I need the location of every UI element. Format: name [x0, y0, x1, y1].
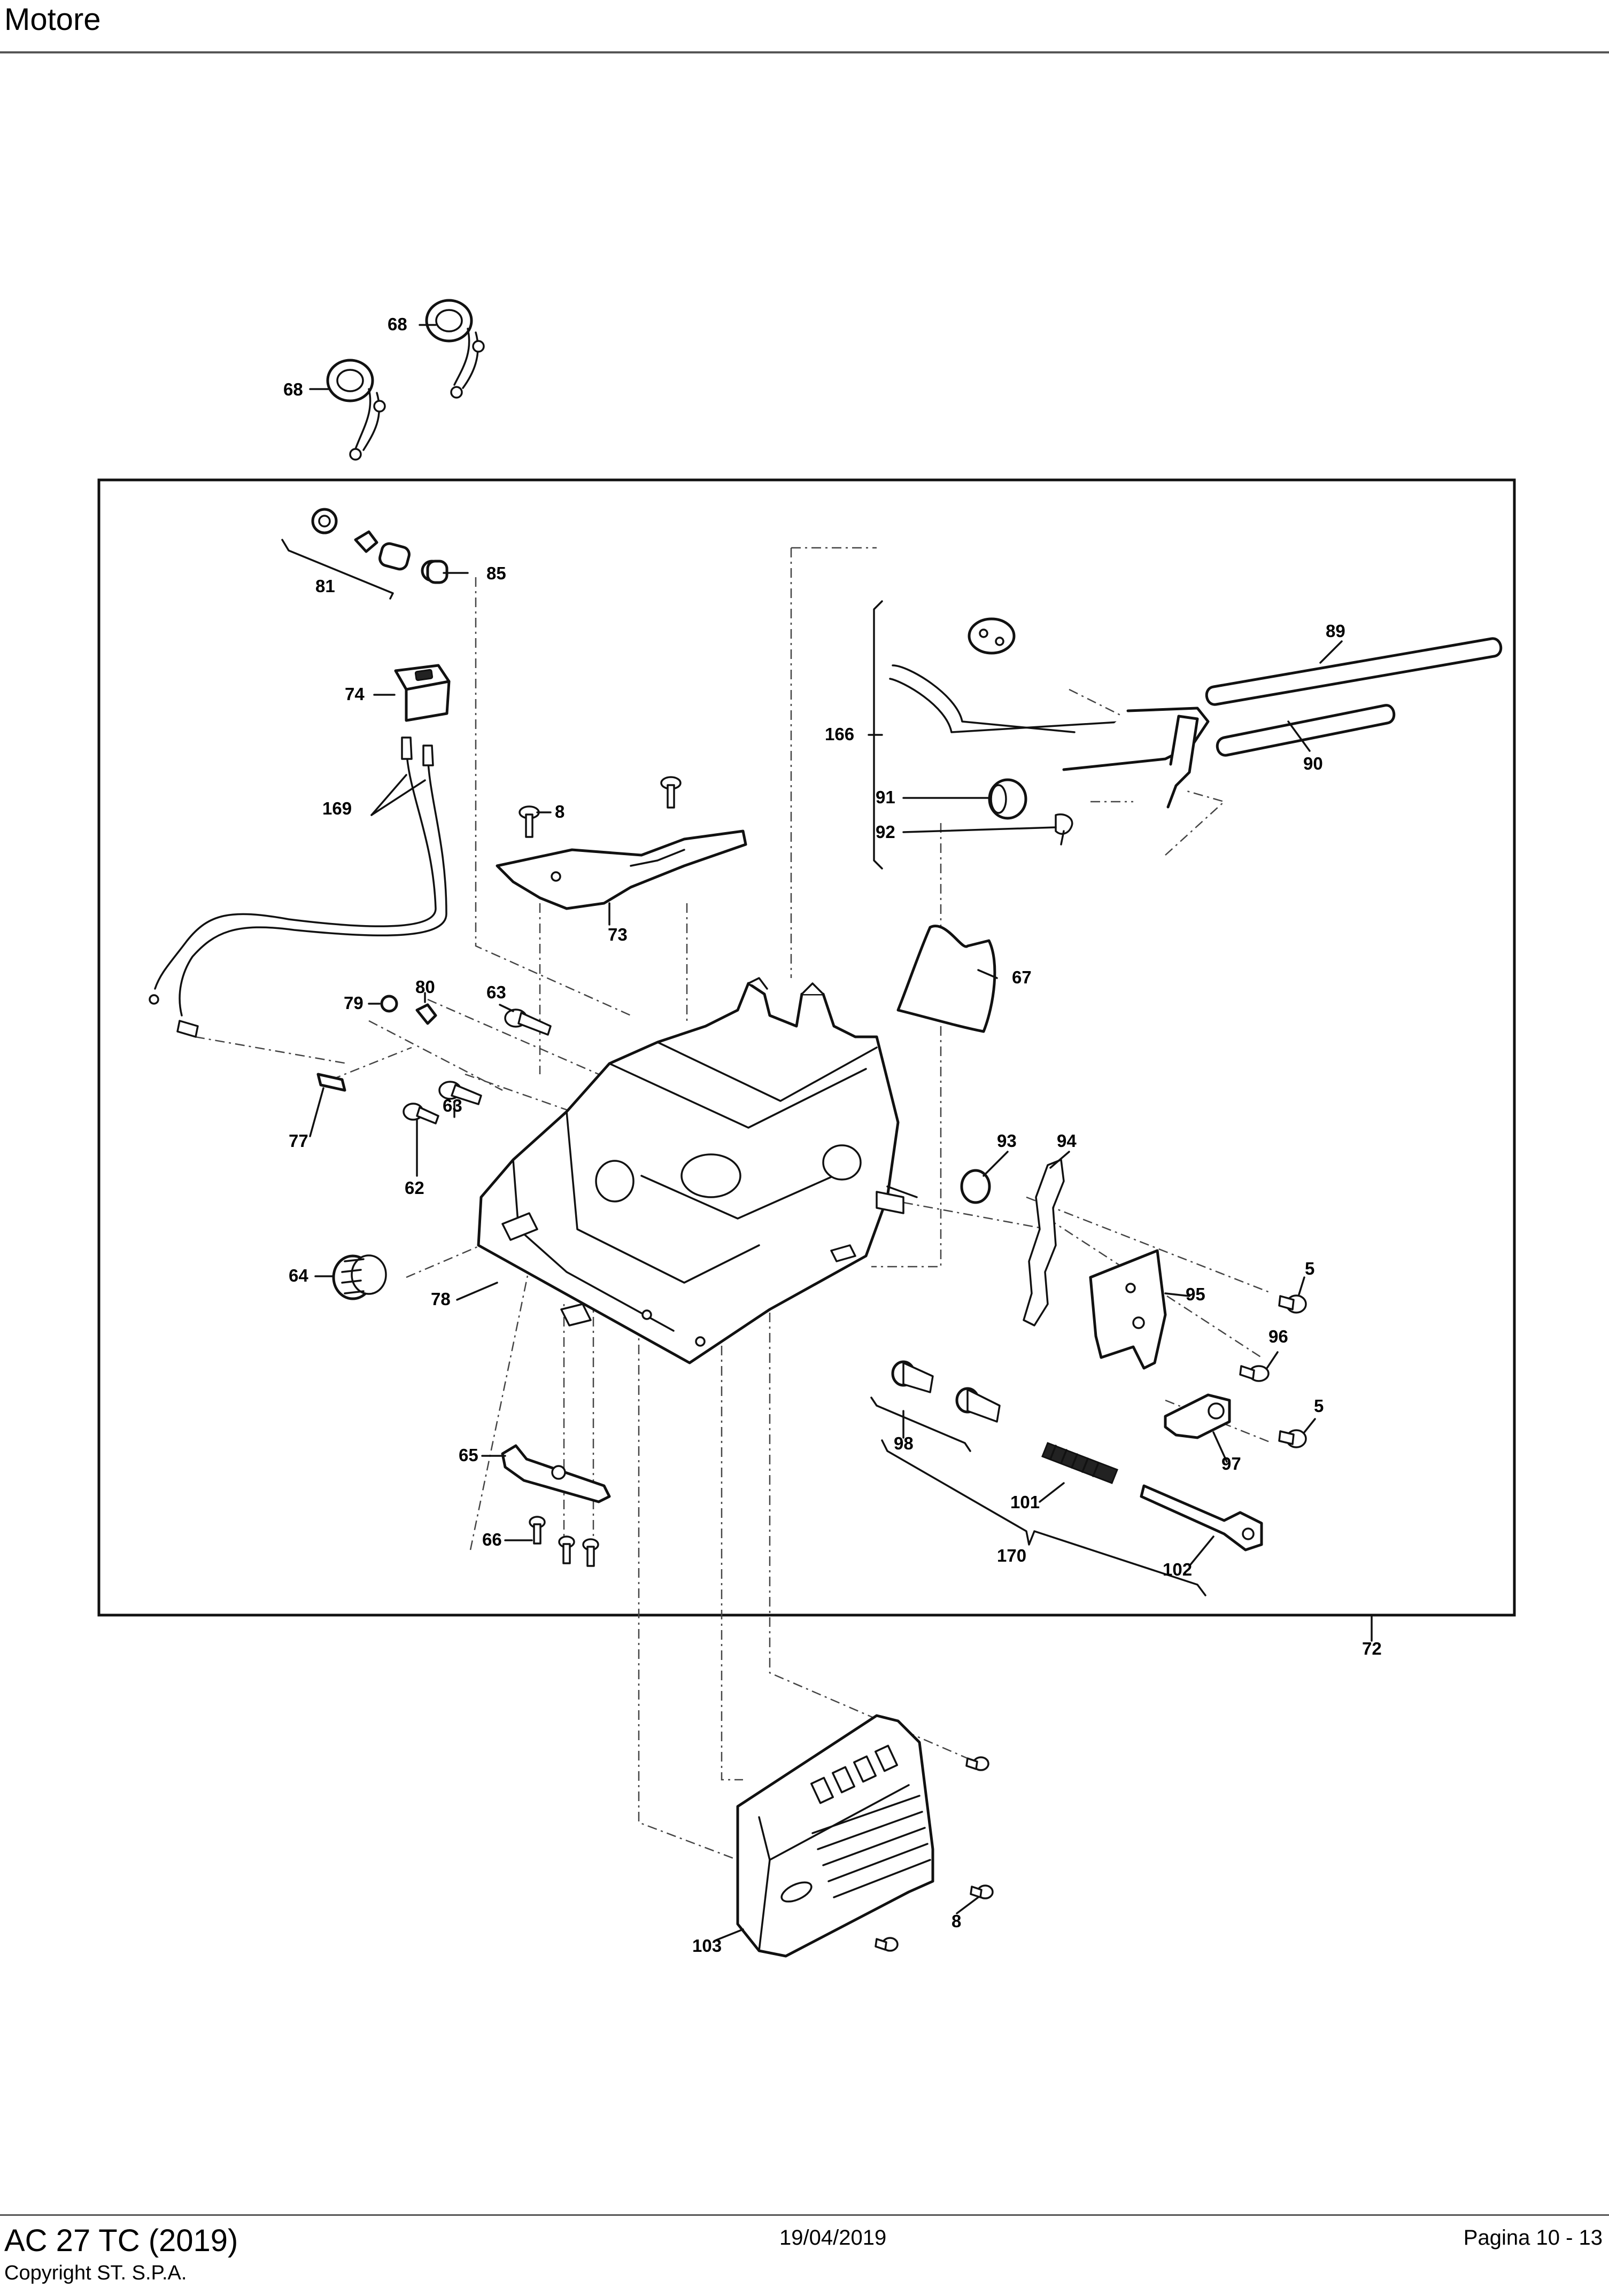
callout-66: 66 [482, 1530, 502, 1549]
callout-102: 102 [1163, 1560, 1192, 1579]
callout-89: 89 [1326, 621, 1345, 641]
part-101-spring [1041, 1442, 1118, 1484]
callout-98: 98 [894, 1433, 914, 1453]
callout-labels: 68 68 81 85 74 169 8 73 89 90 166 91 92 … [283, 314, 1382, 1956]
callout-68: 68 [283, 379, 303, 399]
callout-170: 170 [997, 1546, 1026, 1565]
callout-169: 169 [322, 798, 352, 818]
part-78-crankcase [477, 977, 918, 1364]
part-85-plug [421, 560, 448, 584]
callout-62: 62 [405, 1178, 424, 1198]
page-number: Pagina 10 - 13 [1463, 2226, 1603, 2250]
callout-63: 63 [443, 1096, 462, 1115]
part-103-cylinder-cover [736, 1714, 934, 1958]
part-81-grommet-set [281, 508, 411, 600]
header-divider [0, 51, 1609, 53]
part-68-cap-left [326, 359, 386, 461]
part-67-heat-shield [896, 925, 996, 1033]
part-74-switch [394, 664, 451, 722]
part-166-fuel-lines [889, 617, 1210, 809]
part-102-rod [1140, 1484, 1263, 1552]
callout-103: 103 [692, 1936, 722, 1956]
copyright-text: Copyright ST. S.P.A. [4, 2262, 187, 2284]
part-90-fuel-hose [1216, 704, 1396, 757]
callout-94: 94 [1057, 1131, 1077, 1151]
callout-92: 92 [876, 822, 895, 842]
callout-78: 78 [431, 1289, 451, 1309]
callout-72: 72 [1362, 1639, 1382, 1658]
callout-68: 68 [388, 314, 407, 334]
callout-73: 73 [608, 925, 628, 944]
part-80-nut [415, 1003, 437, 1025]
callout-91: 91 [876, 787, 895, 807]
callout-96: 96 [1268, 1327, 1288, 1346]
part-5-bolt-lower [1278, 1429, 1307, 1448]
part-89-fuel-hose [1205, 637, 1503, 706]
part-96-screw [1239, 1365, 1270, 1382]
part-65-plate [501, 1444, 611, 1503]
callout-67: 67 [1012, 967, 1032, 987]
callout-64: 64 [289, 1266, 308, 1285]
cover-vent-slots [780, 1744, 931, 1903]
callout-65: 65 [459, 1445, 478, 1465]
part-97-lever [1164, 1393, 1231, 1439]
part-8-cover-screws [875, 1756, 994, 1952]
part-92-clip [1055, 813, 1073, 846]
callout-80: 80 [415, 977, 435, 997]
part-63-bolt-upper [504, 1009, 552, 1036]
callout-93: 93 [997, 1131, 1017, 1151]
part-66-screw-set [529, 1516, 599, 1567]
callout-8: 8 [952, 1911, 961, 1931]
callout-5: 5 [1314, 1396, 1324, 1416]
part-63-bolt-lower [438, 1081, 482, 1105]
part-8-screw-pair [519, 776, 682, 838]
page-title: Motore [4, 2, 101, 37]
callout-74: 74 [345, 684, 365, 704]
callout-90: 90 [1303, 754, 1323, 773]
part-93-ring [960, 1169, 991, 1204]
part-77-clip [316, 1073, 346, 1092]
callout-79: 79 [344, 993, 363, 1013]
part-169-wire-harness [149, 736, 447, 1038]
part-68-cap-right [425, 299, 485, 399]
part-170-bracket [881, 1439, 1206, 1596]
part-79-washer [380, 995, 398, 1013]
part-62-bolt [403, 1103, 439, 1124]
assembly-frame [97, 478, 1516, 1617]
part-64-plug [332, 1254, 387, 1300]
callout-101: 101 [1010, 1492, 1040, 1512]
callout-166: 166 [825, 724, 854, 744]
leader-lines [309, 324, 1373, 1941]
callout-81: 81 [315, 576, 335, 596]
callout-5: 5 [1305, 1259, 1314, 1278]
callout-8: 8 [555, 802, 564, 821]
part-98-bushing-set [870, 1360, 1001, 1452]
document-date: 19/04/2019 [779, 2226, 887, 2250]
part-73-cover-plate [496, 829, 747, 910]
callout-95: 95 [1186, 1284, 1205, 1304]
part-94-gasket [1023, 1159, 1065, 1327]
part-5-bolt-upper [1278, 1294, 1307, 1314]
callout-63: 63 [486, 982, 506, 1002]
part-91-filter [988, 778, 1027, 820]
part-95-plate [1089, 1249, 1167, 1370]
model-name: AC 27 TC (2019) [4, 2223, 238, 2258]
callout-85: 85 [486, 563, 506, 583]
callout-97: 97 [1221, 1454, 1241, 1473]
footer-divider [0, 2214, 1609, 2216]
callout-77: 77 [289, 1131, 308, 1151]
